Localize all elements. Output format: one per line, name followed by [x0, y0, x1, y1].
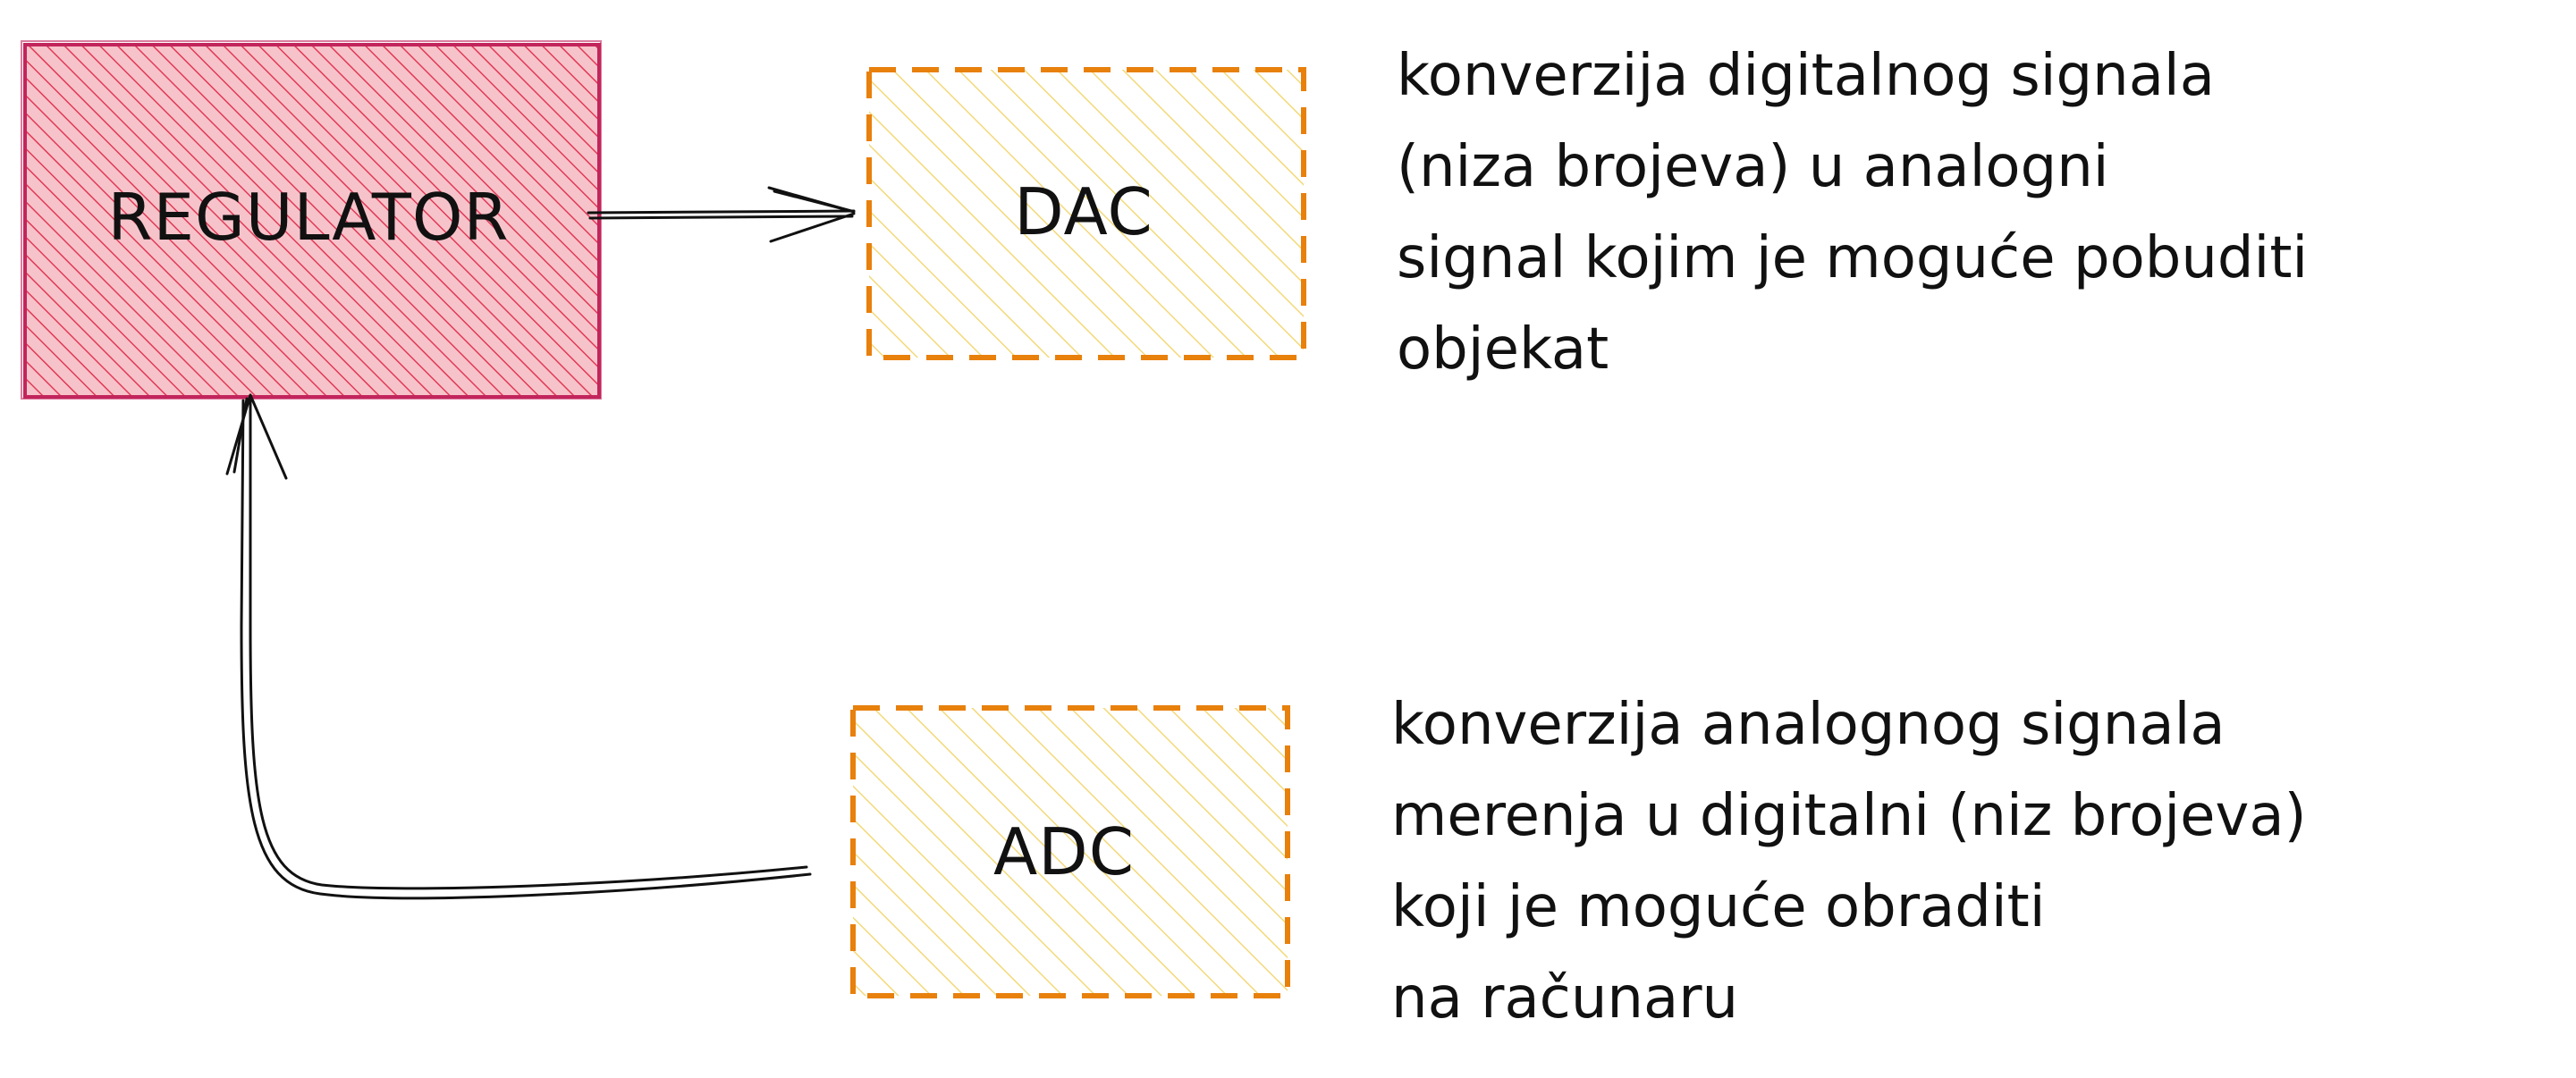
adc-box	[850, 705, 1290, 998]
adc-block: ADC	[850, 705, 1290, 998]
arrow-adc-to-regulator	[225, 393, 812, 900]
dac-block: DAC	[866, 67, 1306, 360]
dac-description-line: (niza brojeva) u analogni	[1397, 134, 2109, 200]
dac-box	[866, 67, 1306, 360]
dac-description-line: konverzija digitalnog signala	[1397, 43, 2215, 109]
dac-description: konverzija digitalnog signala (niza broj…	[1397, 43, 2308, 383]
arrow-regulator-to-dac	[587, 186, 856, 243]
adc-description: konverzija analognog signala merenja u d…	[1391, 692, 2307, 1032]
regulator-block: REGULATOR	[21, 40, 602, 400]
dac-description-line: signal kojim je moguće pobuditi	[1397, 225, 2308, 291]
adc-label: ADC	[993, 814, 1135, 889]
adc-description-line: merenja u digitalni (niz brojeva)	[1391, 783, 2307, 849]
adc-description-line: koji je moguće obraditi	[1391, 874, 2046, 940]
dac-label: DAC	[1014, 174, 1153, 249]
adc-description-line: na računaru	[1391, 965, 1738, 1032]
regulator-label: REGULATOR	[107, 180, 509, 255]
dac-description-line: objekat	[1397, 316, 1609, 383]
adc-description-line: konverzija analognog signala	[1391, 692, 2225, 758]
